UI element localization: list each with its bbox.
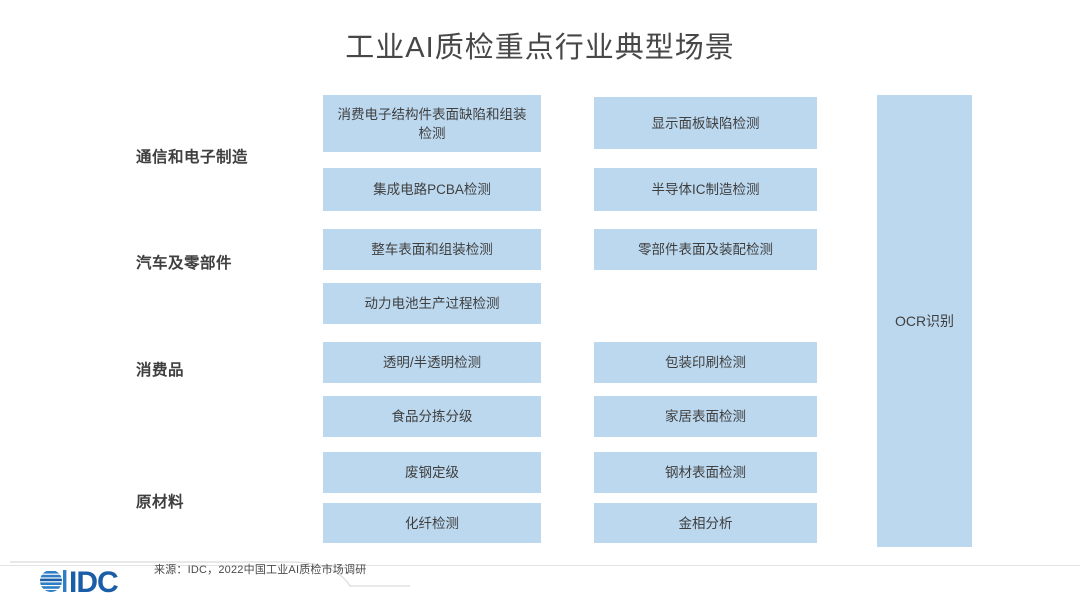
idc-logo-text: IDC <box>69 566 119 599</box>
scenario-box[interactable]: 集成电路PCBA检测 <box>323 168 541 211</box>
scenario-box[interactable]: 半导体IC制造检测 <box>594 168 817 211</box>
scenario-box[interactable]: 整车表面和组装检测 <box>323 229 541 270</box>
scenario-box[interactable]: 废钢定级 <box>323 452 541 493</box>
scenario-box[interactable]: 零部件表面及装配检测 <box>594 229 817 270</box>
source-note: 来源：IDC，2022中国工业AI质检市场调研 <box>154 564 367 576</box>
scenario-box[interactable]: 包装印刷检测 <box>594 342 817 383</box>
scenario-box[interactable]: 显示面板缺陷检测 <box>594 97 817 149</box>
scenario-box[interactable]: 钢材表面检测 <box>594 452 817 493</box>
scenario-box[interactable]: 家居表面检测 <box>594 396 817 437</box>
category-label-raw-materials: 原材料 <box>136 494 185 511</box>
scenario-box[interactable]: 金相分析 <box>594 503 817 543</box>
globe-icon <box>38 566 68 601</box>
category-label-automotive-parts: 汽车及零部件 <box>136 255 233 272</box>
category-label-communications-electronics: 通信和电子制造 <box>136 149 249 166</box>
category-label-consumer-goods: 消费品 <box>136 362 185 379</box>
idc-logo: IDC <box>38 566 119 601</box>
scenario-box[interactable]: 动力电池生产过程检测 <box>323 283 541 324</box>
scenario-box-ocr[interactable]: OCR识别 <box>877 95 972 547</box>
scenario-box[interactable]: 食品分拣分级 <box>323 396 541 437</box>
footer-divider <box>0 565 1080 566</box>
page-title: 工业AI质检重点行业典型场景 <box>345 32 735 64</box>
scenario-box[interactable]: 透明/半透明检测 <box>323 342 541 383</box>
scenario-box[interactable]: 消费电子结构件表面缺陷和组装检测 <box>323 95 541 152</box>
scenario-box[interactable]: 化纤检测 <box>323 503 541 543</box>
